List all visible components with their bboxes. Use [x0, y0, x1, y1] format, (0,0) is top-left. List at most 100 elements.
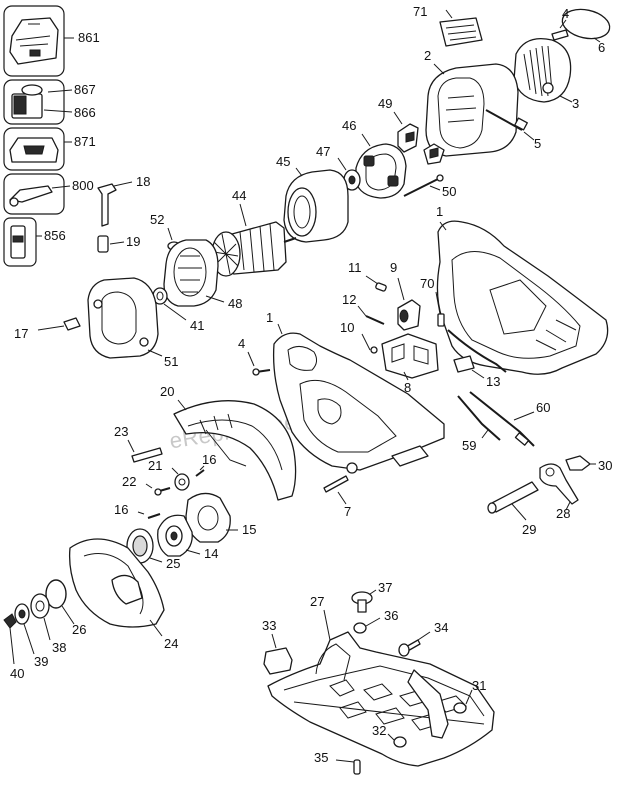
part-33-pad: 33 — [262, 618, 293, 675]
label-27: 27 — [310, 594, 324, 609]
label-47: 47 — [316, 144, 330, 159]
part-26-spring: 26 — [45, 579, 86, 637]
part-7-pin: 7 — [323, 475, 351, 519]
part-20-upper-guard: 20 — [160, 384, 297, 501]
accessory-861-kit-box: 861 — [3, 5, 100, 77]
part-34-bolt: 34 — [398, 620, 448, 657]
part-5-long-screw: 5 — [485, 109, 541, 151]
part-32-plug: 32 — [372, 723, 407, 748]
label-14: 14 — [204, 546, 218, 561]
label-36: 36 — [384, 608, 398, 623]
label-16-upper: 16 — [202, 452, 216, 467]
label-38: 38 — [52, 640, 66, 655]
label-40: 40 — [10, 666, 24, 681]
part-45-field-stator: 45 — [276, 154, 349, 243]
label-4-top: 4 — [562, 6, 569, 21]
part-29-shaft: 29 — [487, 481, 539, 537]
part-4-screw-middle: 4 — [238, 336, 271, 376]
label-34: 34 — [434, 620, 448, 635]
label-18: 18 — [136, 174, 150, 189]
part-16-screw-lower: 16 — [114, 502, 161, 519]
label-11: 11 — [348, 260, 362, 275]
label-60: 60 — [536, 400, 550, 415]
label-49: 49 — [378, 96, 392, 111]
label-71: 71 — [413, 4, 427, 19]
accessory-866-867-battery: 867 866 — [3, 79, 96, 125]
label-51: 51 — [164, 354, 178, 369]
part-51-gear-case: 51 — [87, 277, 178, 369]
part-14-spindle-assembly: 14 — [157, 514, 218, 561]
label-26: 26 — [72, 622, 86, 637]
part-22-screw: 22 — [122, 474, 171, 496]
label-24: 24 — [164, 636, 178, 651]
label-866: 866 — [74, 105, 96, 120]
part-50-rod: 50 — [403, 174, 456, 199]
part-21-nut: 21 — [148, 458, 190, 491]
label-10: 10 — [340, 320, 354, 335]
accessory-856-card: 856 — [3, 217, 66, 267]
accessory-800-bit: 800 — [3, 173, 94, 215]
label-30: 30 — [598, 458, 612, 473]
part-46-brush-ring: 46 — [342, 118, 407, 199]
part-70-screw: 70 — [420, 276, 445, 327]
label-1-lower: 1 — [266, 310, 273, 325]
label-44: 44 — [232, 188, 246, 203]
part-17-spring-clip: 17 — [14, 317, 81, 341]
part-35-pin: 35 — [314, 750, 361, 775]
label-9: 9 — [390, 260, 397, 275]
label-50: 50 — [442, 184, 456, 199]
part-2-motor-housing: 2 — [424, 48, 519, 157]
label-6: 6 — [598, 40, 605, 55]
part-48-baffle: 48 — [163, 239, 242, 311]
label-20: 20 — [160, 384, 174, 399]
label-19: 19 — [126, 234, 140, 249]
label-28: 28 — [556, 506, 570, 521]
label-3: 3 — [572, 96, 579, 111]
part-27-shoe-base: 27 — [267, 594, 495, 767]
part-19-pin: 19 — [97, 234, 140, 253]
label-70: 70 — [420, 276, 434, 291]
part-9-trigger: 9 — [390, 260, 421, 331]
label-4-middle: 4 — [238, 336, 245, 351]
label-37: 37 — [378, 580, 392, 595]
label-59: 59 — [462, 438, 476, 453]
part-28-lever: 28 — [539, 463, 579, 521]
part-36-nut: 36 — [353, 608, 398, 634]
label-33: 33 — [262, 618, 276, 633]
label-31: 31 — [472, 678, 486, 693]
label-52: 52 — [150, 212, 164, 227]
label-23: 23 — [114, 424, 128, 439]
part-1-main-housing: 1 — [266, 310, 445, 474]
label-29: 29 — [522, 522, 536, 537]
label-8: 8 — [404, 380, 411, 395]
label-800: 800 — [72, 178, 94, 193]
label-22: 22 — [122, 474, 136, 489]
label-41: 41 — [190, 318, 204, 333]
label-45: 45 — [276, 154, 290, 169]
label-15: 15 — [242, 522, 256, 537]
label-871: 871 — [74, 134, 96, 149]
label-32: 32 — [372, 723, 386, 738]
part-8-switch-assembly: 8 — [381, 333, 439, 395]
part-15-gasket-plate: 15 — [185, 492, 256, 543]
label-856: 856 — [44, 228, 66, 243]
part-13-wire-set: 13 — [447, 329, 507, 389]
part-44-armature: 44 — [211, 188, 297, 277]
part-1-right-handle-housing: 1 — [436, 204, 609, 375]
label-13: 13 — [486, 374, 500, 389]
label-21: 21 — [148, 458, 162, 473]
label-48: 48 — [228, 296, 242, 311]
part-47-bearing: 47 — [316, 144, 361, 191]
part-71-label-plate: 71 — [413, 4, 483, 47]
part-6-badge: 6 — [561, 8, 611, 55]
label-5: 5 — [534, 136, 541, 151]
part-49-switch: 49 — [378, 96, 419, 153]
label-861: 861 — [78, 30, 100, 45]
part-10-screw: 10 — [340, 320, 378, 354]
part-60-cord: 60 — [469, 391, 550, 447]
part-40-blade-screw: 40 — [3, 613, 24, 681]
part-4-screw-top: 4 — [551, 6, 569, 41]
part-16-screw-upper: 16 — [195, 452, 216, 477]
label-39: 39 — [34, 654, 48, 669]
